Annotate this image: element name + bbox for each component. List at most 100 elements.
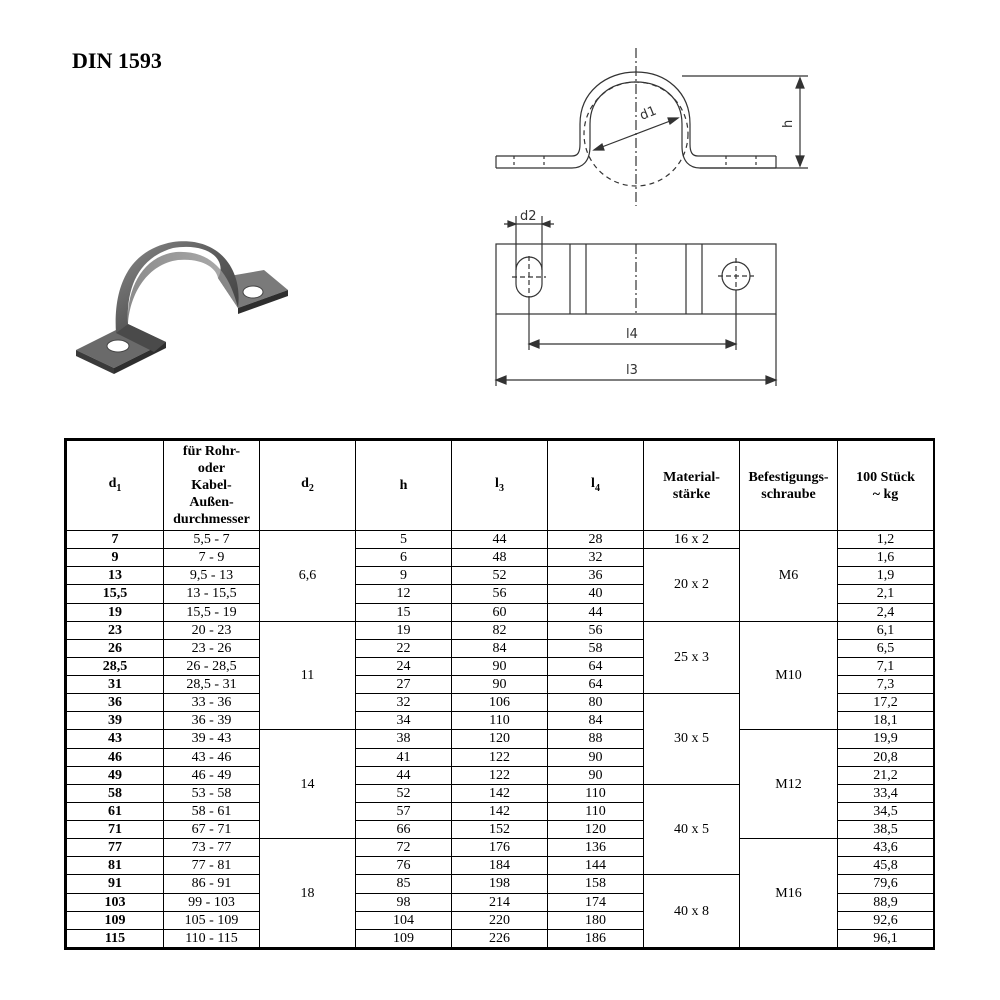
cell-d1: 7 xyxy=(66,529,164,550)
cell-l4: 88 xyxy=(547,729,644,749)
cell-range: 105 - 109 xyxy=(163,910,260,930)
table-row: 28,5 26 - 28,5 24 90 64 7,1 xyxy=(66,656,934,677)
cell-l3: 122 xyxy=(451,747,548,767)
cell-h: 57 xyxy=(355,801,452,822)
cell-l3: 90 xyxy=(451,674,548,695)
cell-l4: 180 xyxy=(547,910,644,930)
cell-d1: 13 xyxy=(66,566,164,586)
technical-drawing: d1 h d2 l4 l3 xyxy=(494,48,808,386)
table-row: 115 110 - 115 109 226 186 96,1 xyxy=(66,928,934,949)
cell-range: 28,5 - 31 xyxy=(163,674,260,695)
cell-d1: 15,5 xyxy=(66,584,164,604)
cell-weight: 79,6 xyxy=(837,874,934,894)
cell-range: 26 - 28,5 xyxy=(163,656,260,677)
cell-d1: 36 xyxy=(66,693,164,713)
cell-material: 30 x 5 xyxy=(643,693,740,785)
cell-weight: 19,9 xyxy=(837,729,934,749)
header-h: h xyxy=(355,440,452,531)
cell-d1: 109 xyxy=(66,910,164,930)
cell-l3: 60 xyxy=(451,602,548,622)
cell-l4: 80 xyxy=(547,693,644,713)
cell-l3: 90 xyxy=(451,656,548,677)
cell-h: 22 xyxy=(355,638,452,658)
cell-d1: 46 xyxy=(66,747,164,767)
cell-screw: M12 xyxy=(739,729,838,840)
header-d2: d2 xyxy=(259,440,356,531)
table-row: 109 105 - 109 104 220 180 92,6 xyxy=(66,910,934,930)
cell-range: 73 - 77 xyxy=(163,838,260,858)
cell-d1: 19 xyxy=(66,602,164,622)
cell-h: 44 xyxy=(355,765,452,785)
cell-weight: 92,6 xyxy=(837,910,934,930)
cell-d2: 6,6 xyxy=(259,530,356,622)
cell-d1: 58 xyxy=(66,783,164,803)
cell-h: 34 xyxy=(355,711,452,731)
cell-h: 104 xyxy=(355,910,452,930)
cell-l4: 90 xyxy=(547,765,644,785)
header-weight: 100 Stück~ kg xyxy=(837,440,934,531)
cell-l4: 36 xyxy=(547,566,644,586)
cell-weight: 7,3 xyxy=(837,674,934,695)
cell-screw: M16 xyxy=(739,838,838,948)
cell-weight: 2,4 xyxy=(837,602,934,622)
dimensions-table-container: d1 für Rohr- oder Kabel- Außen- durchmes… xyxy=(64,438,935,950)
cell-weight: 1,6 xyxy=(837,548,934,568)
cell-range: 43 - 46 xyxy=(163,747,260,767)
cell-h: 15 xyxy=(355,602,452,622)
cell-l3: 184 xyxy=(451,856,548,876)
cell-l3: 122 xyxy=(451,765,548,785)
table-row: 71 67 - 71 66 152 120 38,5 xyxy=(66,819,934,840)
cell-h: 32 xyxy=(355,693,452,713)
cell-l4: 40 xyxy=(547,584,644,604)
cell-h: 12 xyxy=(355,584,452,604)
cell-d2: 14 xyxy=(259,729,356,840)
table-row: 77 73 - 77 18 72 176 136 M16 43,6 xyxy=(66,838,934,948)
cell-d1: 43 xyxy=(66,729,164,749)
cell-l3: 106 xyxy=(451,693,548,713)
cell-d2: 18 xyxy=(259,838,356,948)
cell-d1: 31 xyxy=(66,674,164,695)
cell-d1: 49 xyxy=(66,765,164,785)
cell-weight: 2,1 xyxy=(837,584,934,604)
cell-l4: 186 xyxy=(547,928,644,949)
cell-weight: 1,9 xyxy=(837,566,934,586)
label-l4: l4 xyxy=(626,327,638,342)
cell-l4: 56 xyxy=(547,620,644,640)
cell-material: 25 x 3 xyxy=(643,620,740,695)
cell-h: 109 xyxy=(355,928,452,949)
dimensions-table: d1 für Rohr- oder Kabel- Außen- durchmes… xyxy=(66,440,934,949)
cell-l4: 110 xyxy=(547,783,644,803)
cell-range: 15,5 - 19 xyxy=(163,602,260,622)
cell-l3: 48 xyxy=(451,548,548,568)
cell-screw: M10 xyxy=(739,620,838,731)
cell-l4: 32 xyxy=(547,548,644,568)
cell-l3: 176 xyxy=(451,838,548,858)
cell-range: 53 - 58 xyxy=(163,783,260,803)
cell-range: 39 - 43 xyxy=(163,729,260,749)
cell-h: 66 xyxy=(355,819,452,840)
cell-d1: 61 xyxy=(66,801,164,822)
header-l4: l4 xyxy=(547,440,644,531)
label-l3: l3 xyxy=(626,363,638,378)
cell-range: 110 - 115 xyxy=(163,928,260,949)
cell-l4: 90 xyxy=(547,747,644,767)
cell-range: 86 - 91 xyxy=(163,874,260,894)
cell-weight: 6,1 xyxy=(837,620,934,640)
table-header-row: d1 für Rohr- oder Kabel- Außen- durchmes… xyxy=(66,440,934,531)
cell-weight: 33,4 xyxy=(837,783,934,803)
cell-l3: 120 xyxy=(451,729,548,749)
cell-material: 16 x 2 xyxy=(643,529,740,550)
label-d1: d1 xyxy=(638,104,659,124)
cell-l4: 136 xyxy=(547,838,644,858)
cell-l3: 44 xyxy=(451,529,548,550)
cell-weight: 34,5 xyxy=(837,801,934,822)
table-row: 103 99 - 103 98 214 174 88,9 xyxy=(66,892,934,912)
cell-screw: M6 xyxy=(739,530,838,622)
cell-material: 20 x 2 xyxy=(643,548,740,622)
cell-weight: 7,1 xyxy=(837,656,934,677)
cell-material: 40 x 5 xyxy=(643,783,740,876)
table-row: 9 7 - 9 6 48 32 20 x 2 1,6 xyxy=(66,548,934,622)
cell-l4: 84 xyxy=(547,711,644,731)
cell-l4: 158 xyxy=(547,874,644,894)
table-row: 15,5 13 - 15,5 12 56 40 2,1 xyxy=(66,584,934,604)
